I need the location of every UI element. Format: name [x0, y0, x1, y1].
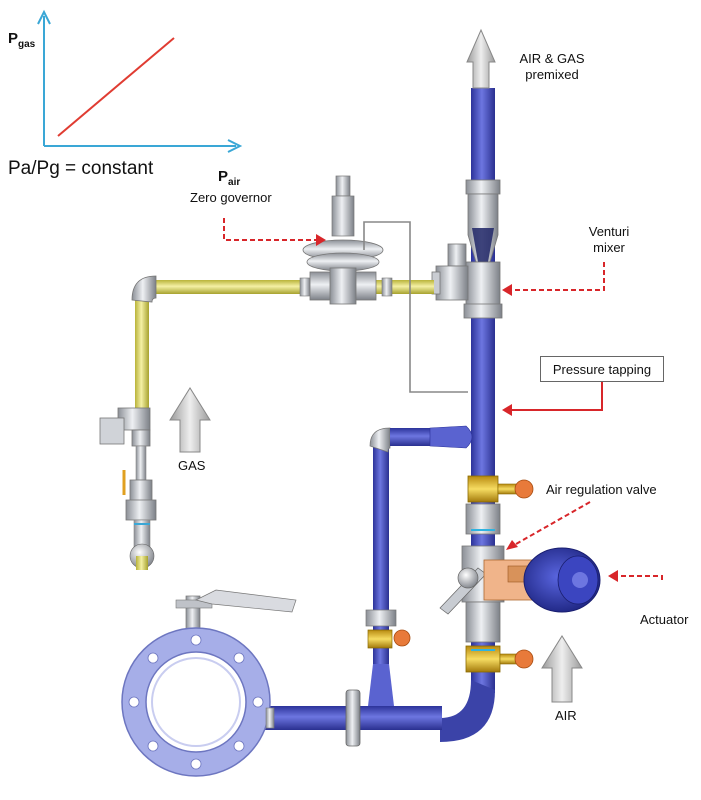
main-pipe-bend — [440, 680, 495, 742]
gas-solenoid-valve — [99, 407, 157, 570]
air-regulation-valve — [465, 475, 534, 535]
actuator-assembly — [439, 545, 601, 643]
gas-flow-arrow — [169, 387, 211, 453]
graph-x-axis-arrow — [227, 139, 243, 153]
impulse-line — [363, 221, 468, 393]
ratio-formula: Pa/Pg = constant — [8, 158, 154, 179]
gas-pipe-elbow — [131, 275, 157, 303]
zero-governor — [302, 175, 384, 305]
air-gas-label: AIR & GAS premixed — [519, 51, 585, 82]
actuator-callout — [618, 575, 663, 580]
ratio-graph — [37, 9, 243, 153]
main-butterfly-valve — [121, 589, 297, 777]
gas-label: GAS — [178, 458, 206, 473]
pressure-tapping-callout — [512, 382, 603, 411]
actuator-label: Actuator — [640, 612, 689, 627]
air-label: AIR — [555, 708, 577, 723]
bottom-flange — [345, 689, 361, 747]
graph-ratio-line — [57, 37, 175, 137]
gas-pipe — [131, 275, 434, 408]
graph-y-axis-arrow — [37, 9, 51, 25]
venturi-mixer — [463, 179, 503, 319]
zero-governor-callout — [223, 218, 316, 241]
gas-pipe-vertical — [135, 296, 149, 408]
air-gas-outlet-arrow — [466, 28, 496, 89]
air-valve-callout — [515, 501, 591, 545]
venturi-callout — [512, 262, 605, 291]
graph-x-label: Pair — [218, 168, 241, 188]
venturi-gas-inlet — [431, 243, 469, 301]
pressure-tapping-label: Pressure tapping — [540, 356, 664, 382]
air-bypass-pipe — [365, 425, 473, 706]
air-inlet-valve — [465, 645, 534, 673]
venturi-mixer-label: Venturi mixer — [588, 224, 630, 255]
graph-y-label: Pgas — [8, 30, 36, 50]
zero-governor-label: Zero governor — [190, 190, 272, 205]
air-regulation-valve-label: Air regulation valve — [546, 482, 657, 497]
air-flow-arrow — [541, 635, 583, 703]
